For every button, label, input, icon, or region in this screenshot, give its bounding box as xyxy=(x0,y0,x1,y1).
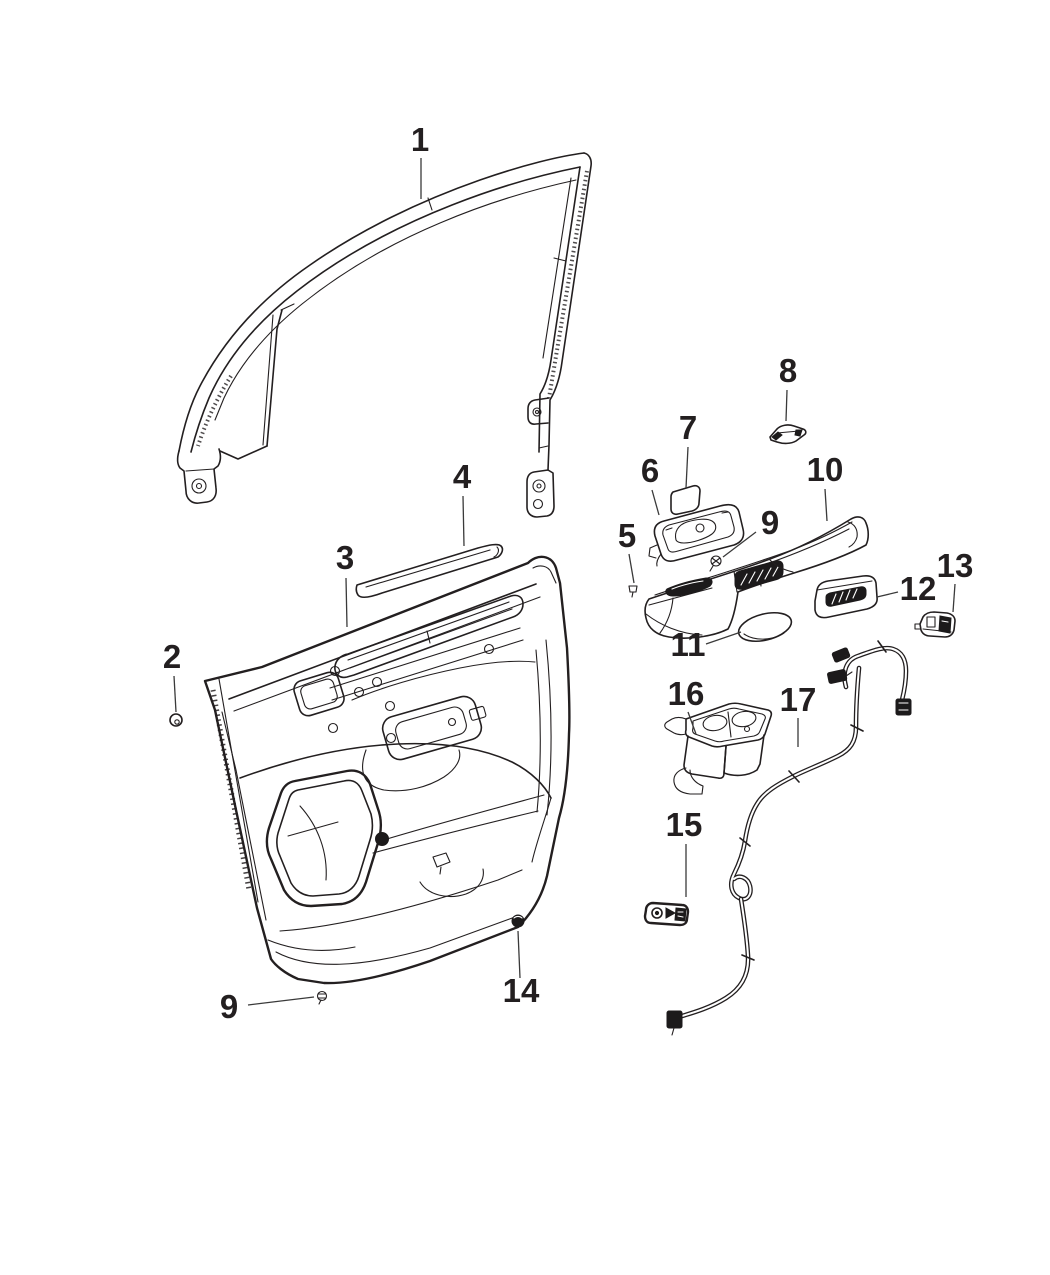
callout-label-9-upper: 9 xyxy=(761,504,779,541)
callout-label-1: 1 xyxy=(411,121,429,158)
callout-label-5: 5 xyxy=(618,517,636,554)
part-3-door-trim-panel-drawing xyxy=(203,555,571,985)
callout-16: 16 xyxy=(668,675,705,735)
callout-8: 8 xyxy=(779,352,797,422)
leader-line-5 xyxy=(628,553,635,584)
leader-line-3 xyxy=(345,577,348,628)
part-7-patch-drawing xyxy=(670,484,701,516)
leader-line-16 xyxy=(687,711,697,735)
callout-label-13: 13 xyxy=(937,547,974,584)
callout-13: 13 xyxy=(937,547,974,613)
callout-label-2: 2 xyxy=(163,638,181,675)
callout-11: 11 xyxy=(671,626,742,663)
callout-label-11: 11 xyxy=(671,626,706,663)
part-13-switch-drawing xyxy=(914,611,956,638)
leader-line-9-upper xyxy=(722,531,757,558)
leader-line-12 xyxy=(876,591,899,598)
part-9-upper-screw-drawing xyxy=(709,555,722,572)
part-1-window-frame-drawing xyxy=(176,152,592,518)
leader-line-14 xyxy=(517,930,521,979)
part-4-trim-strip-drawing xyxy=(355,543,504,598)
callout-label-16: 16 xyxy=(668,675,705,712)
part-10-armrest-drawing xyxy=(644,516,870,639)
callout-label-7: 7 xyxy=(679,409,697,446)
callout-14: 14 xyxy=(503,930,540,1009)
leader-line-7 xyxy=(685,446,689,489)
callout-label-3: 3 xyxy=(336,539,354,576)
part-16-cupholder-bin-drawing xyxy=(664,702,773,795)
part-17-wiring-harness-drawing xyxy=(666,640,912,1036)
leader-line-8 xyxy=(785,389,788,422)
leader-line-9-lower xyxy=(247,996,315,1006)
part-9-lower-screw-drawing xyxy=(316,990,328,1005)
part-14-push-pin-drawing xyxy=(511,914,525,928)
callout-label-8: 8 xyxy=(779,352,797,389)
callouts-layer: 1 2 3 4 5 6 7 8 xyxy=(163,121,974,1025)
leader-line-4 xyxy=(462,495,465,547)
part-15-switch-drawing xyxy=(643,901,690,927)
part-2-fastener-drawing xyxy=(169,713,183,727)
callout-label-15: 15 xyxy=(666,806,703,843)
leader-line-11 xyxy=(705,631,742,645)
part-5-screw-drawing xyxy=(628,585,638,598)
callout-4: 4 xyxy=(453,458,472,547)
callout-7: 7 xyxy=(679,409,697,489)
callout-17: 17 xyxy=(780,681,817,747)
callout-label-12: 12 xyxy=(900,570,937,607)
callout-12: 12 xyxy=(876,570,937,607)
callout-9-lower: 9 xyxy=(220,988,315,1025)
leader-line-2 xyxy=(173,675,177,713)
part-6-inside-handle-drawing xyxy=(648,503,745,567)
part-12-switch-bezel-drawing xyxy=(814,575,878,619)
callout-9-upper: 9 xyxy=(722,504,779,558)
callout-15: 15 xyxy=(666,806,703,897)
leader-line-6 xyxy=(651,489,660,516)
callout-label-6: 6 xyxy=(641,452,659,489)
callout-3: 3 xyxy=(336,539,354,628)
part-8-clip-drawing xyxy=(769,424,807,445)
panel-screws xyxy=(327,643,495,744)
callout-label-14: 14 xyxy=(503,972,540,1009)
leader-line-13 xyxy=(952,583,956,613)
callout-label-9-lower: 9 xyxy=(220,988,238,1025)
callout-label-17: 17 xyxy=(780,681,817,718)
callout-label-10: 10 xyxy=(807,451,844,488)
callout-10: 10 xyxy=(807,451,844,522)
callout-5: 5 xyxy=(618,517,636,584)
callout-2: 2 xyxy=(163,638,181,713)
part-11-pad-drawing xyxy=(737,611,793,643)
leader-line-10 xyxy=(824,488,828,522)
callout-label-4: 4 xyxy=(453,458,472,495)
callout-1: 1 xyxy=(411,121,429,199)
callout-6: 6 xyxy=(641,452,660,516)
